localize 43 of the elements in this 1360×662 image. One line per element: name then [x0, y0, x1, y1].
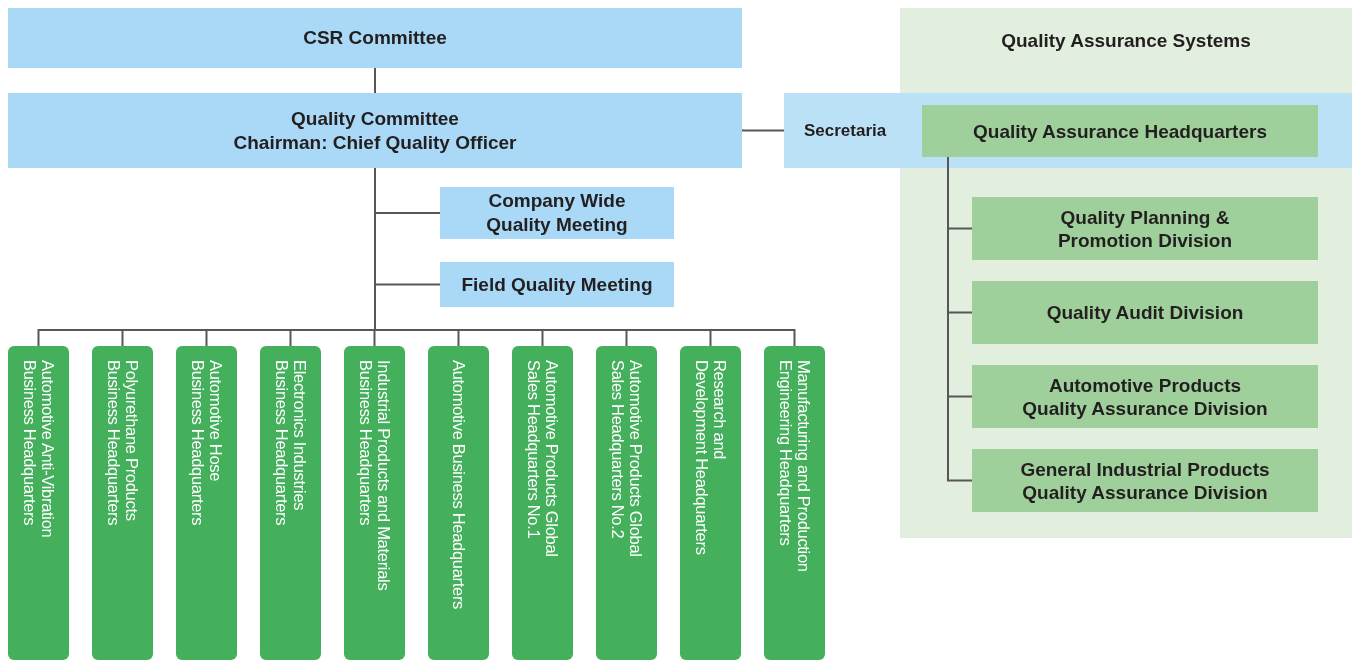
- headquarters-box: [922, 105, 1318, 157]
- box-label: Automotive Hose Business Headquarters: [188, 360, 225, 528]
- committee-box: [8, 8, 742, 68]
- box-label: CSR Committee: [303, 26, 447, 50]
- division-box: [972, 365, 1318, 428]
- box-label: Research and Development Headquarters: [692, 360, 729, 557]
- box-label: Company Wide Quality Meeting: [485, 189, 629, 237]
- panel-title: Quality Assurance Systems: [1001, 30, 1251, 52]
- box-label: Quality Audit Division: [1046, 301, 1244, 324]
- headquarters-box: [92, 346, 153, 660]
- box-label: Automotive Products Quality Assurance Division: [1021, 373, 1269, 420]
- headquarters-box: [512, 346, 573, 660]
- headquarters-box: [344, 346, 405, 660]
- box-label: Quality Committee: [291, 106, 459, 131]
- band-label: Secretaria: [804, 120, 887, 141]
- division-box: [972, 281, 1318, 344]
- box-label: Field Quality Meeting: [461, 272, 653, 297]
- headquarters-box: [764, 346, 825, 660]
- box-label: Chairman: Chief Quality Officer: [233, 130, 517, 155]
- headquarters-box: [8, 346, 69, 660]
- headquarters-box: [176, 346, 237, 660]
- box-label: General Industrial Products Quality Assurance Division: [1019, 457, 1271, 504]
- box-label: Automotive Products Global Sales Headquarters No.2: [608, 360, 645, 559]
- box-label: Automotive Anti-Vibration Business Headquarters: [20, 360, 57, 540]
- division-box: [972, 449, 1318, 512]
- box-label: Industrial Products and Materials Business Headquarters: [356, 360, 393, 593]
- headquarters-box: [596, 346, 657, 660]
- box-label: Automotive Business Headquarters: [449, 360, 468, 610]
- headquarters-box: [680, 346, 741, 660]
- division-box: [972, 197, 1318, 260]
- committee-box: [8, 93, 742, 168]
- connector-line: [374, 67, 376, 94]
- headquarters-box: [428, 346, 489, 660]
- box-label: Automotive Products Global Sales Headquarters No.1: [524, 360, 561, 559]
- headquarters-box: [260, 346, 321, 660]
- box-label: Quality Planning & Promotion Division: [1056, 205, 1234, 252]
- meeting-box: [440, 187, 674, 239]
- connector-line: [741, 129, 785, 132]
- box-label: Manufacturing and Production Engineering Headquarters: [776, 360, 813, 574]
- meeting-box: [440, 262, 674, 307]
- box-label: Polyurethane Products Business Headquarters: [104, 360, 141, 528]
- box-label: Electronics Industries Business Headquarters: [272, 360, 309, 528]
- box-label: Quality Assurance Headquarters: [973, 119, 1267, 143]
